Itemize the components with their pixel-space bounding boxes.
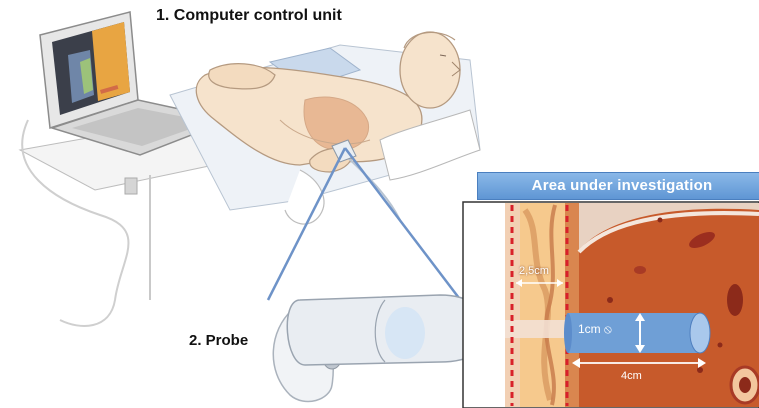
length-label: 4cm [621,370,642,382]
diameter-label: 1cm ⦸ [578,322,612,337]
computer-unit-label: 1. Computer control unit [156,7,342,25]
probe-label: 2. Probe [189,332,248,349]
area-under-investigation-banner: Area under investigation [477,172,759,200]
wall-thickness-label: 2,5cm [519,265,549,277]
tissue-inset [463,202,759,408]
patient-illustration [170,32,480,224]
